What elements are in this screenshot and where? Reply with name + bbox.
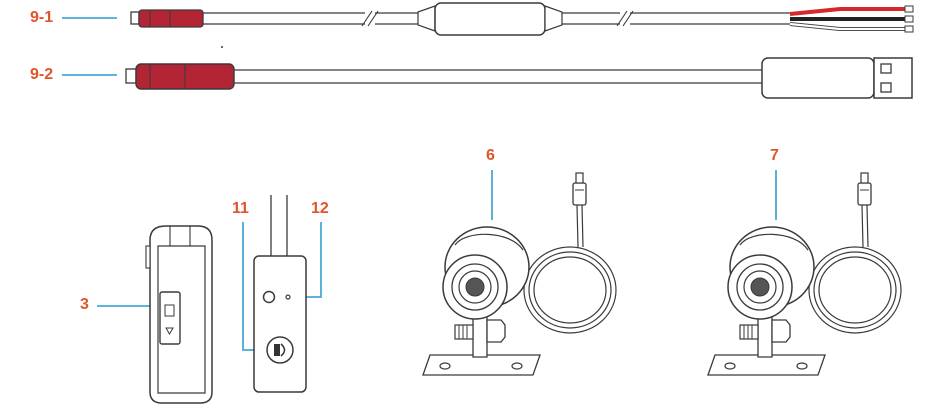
callout-9-1: 9-1: [30, 9, 54, 26]
white-wire: [789, 22, 905, 31]
connector-9-1: [138, 9, 204, 28]
red-wire: [789, 7, 905, 16]
cable-9-1: [130, 2, 914, 36]
callout-12: 12: [311, 200, 329, 217]
remote-button-11: [262, 290, 276, 304]
cable-9-2: [125, 57, 913, 99]
usb-plug-tip: [873, 57, 913, 99]
callout-9-2: 9-2: [30, 66, 54, 83]
callout-6: 6: [486, 147, 495, 164]
inline-fuse-holder: [434, 2, 546, 36]
camera-7: [707, 172, 902, 376]
usb-plug-body: [761, 57, 875, 99]
camera-6: [422, 172, 617, 376]
callout-11: 11: [232, 200, 249, 217]
remote-control-unit: [253, 195, 307, 393]
sd-card-slot: [159, 291, 181, 345]
leader-line-12: [300, 222, 322, 298]
callout-3: 3: [80, 296, 89, 313]
status-led-12: [285, 294, 291, 300]
callout-7: 7: [770, 147, 779, 164]
dash-recorder-side-view: [145, 225, 213, 404]
